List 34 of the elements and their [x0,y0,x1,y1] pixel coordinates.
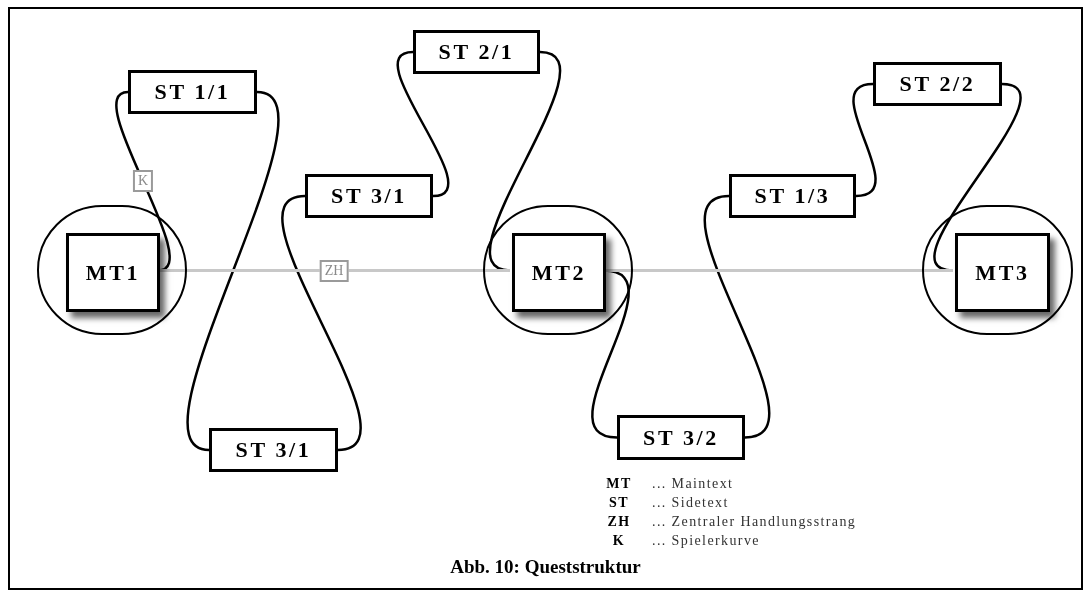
main-text-box: MT1 [66,233,160,312]
curve-connector [933,82,1022,272]
curve-connector [281,194,362,452]
curve-connector [115,90,171,272]
legend-abbreviation: ZH [606,513,632,531]
curve-connector [488,50,562,272]
storyline-line [158,269,510,272]
side-text-box: ST 2/1 [413,30,540,74]
legend-description: ... Spielerkurve [652,532,761,550]
side-text-box: ST 3/1 [209,428,338,472]
curve-connector [703,194,771,439]
side-text-box: ST 3/1 [305,174,433,218]
storyline-line [604,269,953,272]
main-text-box: MT2 [512,233,606,312]
edge-label: K [132,170,154,193]
side-text-box: ST 1/3 [729,174,856,218]
circle-outline [37,205,187,335]
legend-description: ... Zentraler Handlungsstrang [652,513,857,531]
circle-outline [483,205,633,335]
curve-connector [852,82,877,198]
curve-connector [591,269,630,439]
legend-description: ... Maintext [652,475,735,493]
side-text-box: ST 2/2 [873,62,1002,106]
main-text-box: MT3 [955,233,1050,312]
legend-abbreviation: ST [608,494,630,512]
legend-description: ... Sidetext [652,494,730,512]
curve-connector [186,90,280,452]
side-text-box: ST 1/1 [128,70,257,114]
side-text-box: ST 3/2 [617,415,745,460]
legend-abbreviation: K [611,532,627,550]
circle-outline [922,205,1073,335]
edge-label: ZH [319,259,349,282]
legend-abbreviation: MT [605,475,633,493]
caption: Abb. 10: Queststruktur [450,555,641,579]
